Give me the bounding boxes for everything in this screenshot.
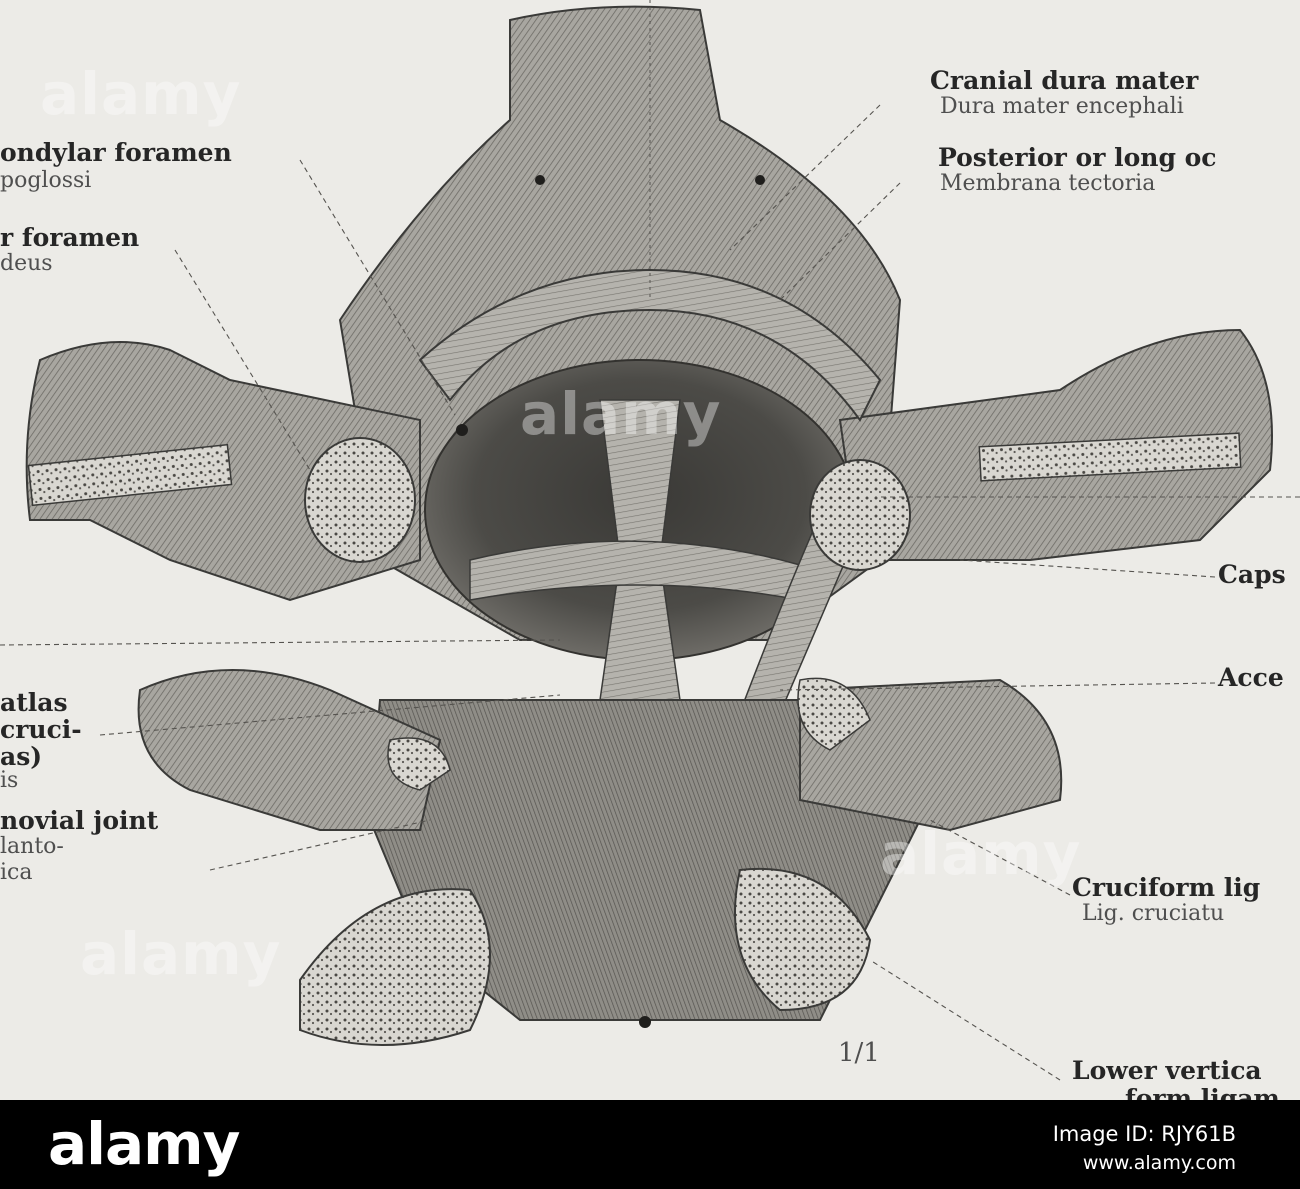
label-posterior-or-long: Posterior or long oc [938,143,1217,172]
label-as: as) [0,742,43,771]
label-hypoglossi: poglossi [0,168,92,193]
left-condyle-section [304,437,416,563]
label-lig-cruciatu: Lig. cruciatu [1082,901,1225,926]
label-caps: Caps [1218,560,1286,589]
leader-lines [0,104,1300,1081]
watermark-text: alamy [40,60,242,128]
right-condyle-section [809,459,911,571]
label-acce: Acce [1218,663,1284,692]
site-url[interactable]: www.alamy.com [1082,1152,1236,1174]
image-id: Image ID: RJY61B [1052,1122,1236,1146]
label-cranial-dura-mater: Cranial dura mater [930,66,1199,95]
watermark-text: alamy [880,820,1082,888]
label-lower-vertica: Lower vertica [1072,1056,1262,1085]
label-synovial-joint: novial joint [0,806,159,835]
lower-right-facet [734,867,872,1012]
lower-left-facet [299,888,491,1046]
label-form-ligam: form ligam [1125,1086,1280,1100]
left-wing-section [27,443,233,507]
label-atlas: atlas [0,688,68,717]
right-wing-section [978,432,1242,482]
label-deus: deus [0,251,53,276]
illustration-plate: alamy alamy alamy alamy Cranial dura mat… [0,0,1300,1100]
label-is: is [0,768,19,793]
label-r-foramen: r foramen [0,223,140,252]
left-inferior-process [137,669,442,831]
watermark-text: alamy [80,920,282,988]
label-condylar-foramen: ondylar foramen [0,138,232,167]
label-dura-mater-encephali: Dura mater encephali [940,94,1184,119]
label-cruciform-lig: Cruciform lig [1072,873,1261,902]
watermark-text: alamy [520,380,722,448]
label-ica: ica [0,860,33,885]
anatomical-engraving [0,0,1300,1081]
alamy-logo[interactable]: alamy [48,1110,240,1178]
atlas-ring [418,268,882,422]
left-axis-section [387,737,451,791]
left-atlas-section [797,677,871,751]
label-membrana-tectoria: Membrana tectoria [940,171,1156,196]
label-scale: 1/1 [838,1038,880,1068]
label-cruci: cruci- [0,715,82,744]
footer-bar: alamy Image ID: RJY61B www.alamy.com [0,1100,1300,1189]
label-lanto: lanto- [0,834,64,859]
